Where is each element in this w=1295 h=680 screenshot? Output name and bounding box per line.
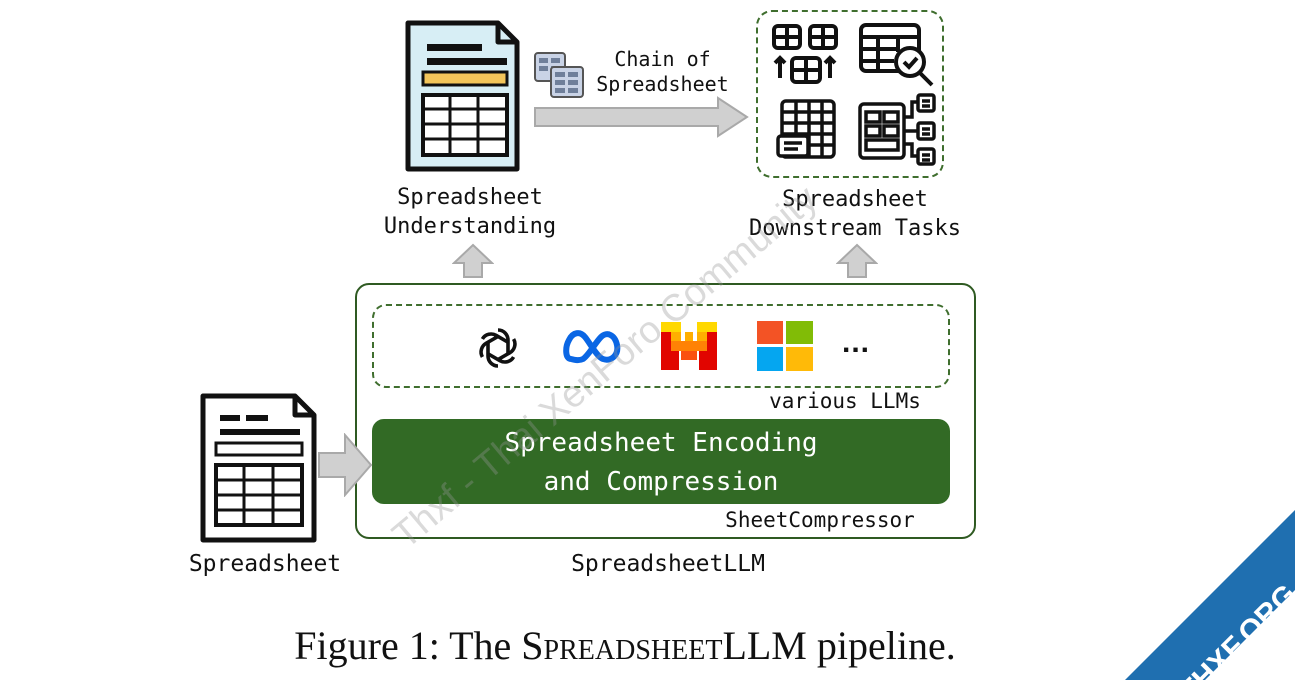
sheetcompressor-label: SheetCompressor	[725, 508, 915, 532]
chain-label-line2: Spreadsheet	[596, 72, 729, 96]
microsoft-icon	[757, 321, 813, 371]
table-report-icon	[776, 99, 836, 159]
chain-of-spreadsheet-label: Chain of Spreadsheet	[590, 47, 735, 97]
understanding-line2: Understanding	[383, 214, 557, 239]
spreadsheetllm-box	[355, 283, 976, 539]
encoding-line2: and Compression	[543, 467, 779, 497]
spreadsheet-understanding-label: Spreadsheet Understanding	[360, 183, 580, 241]
spreadsheet-input-document-icon	[200, 393, 317, 543]
spreadsheet-label: Spreadsheet	[188, 551, 342, 577]
up-arrow-downstream	[836, 243, 878, 278]
caption-smallcaps: preadsheet	[543, 623, 723, 668]
spreadsheetllm-label: SpreadsheetLLM	[571, 551, 765, 577]
meta-icon	[563, 330, 621, 364]
more-llms-ellipsis: ...	[842, 326, 871, 359]
chain-arrow	[534, 96, 749, 138]
caption-prefix: Figure 1: The S	[294, 623, 544, 668]
mistral-icon	[661, 322, 717, 370]
table-search-icon	[859, 23, 934, 87]
spreadsheet-understanding-document-icon	[405, 20, 520, 172]
various-llms-label: various LLMs	[769, 389, 921, 413]
figure-caption: Figure 1: The SpreadsheetLLM pipeline.	[0, 622, 1250, 669]
encoding-line1: Spreadsheet Encoding	[504, 428, 818, 458]
input-arrow	[318, 433, 373, 497]
caption-suffix: LLM pipeline.	[722, 623, 956, 668]
spreadsheet-stack-icon	[534, 52, 584, 98]
thxf-corner-logo: THXF.ORG	[1095, 480, 1295, 680]
spreadsheet-encoding-box: Spreadsheet Encoding and Compression	[372, 419, 950, 504]
downstream-line1: Spreadsheet	[782, 187, 928, 212]
downstream-line2: Downstream Tasks	[749, 216, 961, 241]
downstream-tasks-label: Spreadsheet Downstream Tasks	[720, 185, 990, 243]
table-merge-icon	[772, 24, 838, 84]
openai-icon	[479, 328, 517, 368]
up-arrow-understanding	[452, 243, 494, 278]
downstream-tasks-box	[756, 10, 944, 178]
dashboard-icon	[858, 93, 936, 166]
understanding-line1: Spreadsheet	[397, 185, 543, 210]
chain-label-line1: Chain of	[614, 47, 711, 71]
various-llms-box	[372, 304, 950, 388]
